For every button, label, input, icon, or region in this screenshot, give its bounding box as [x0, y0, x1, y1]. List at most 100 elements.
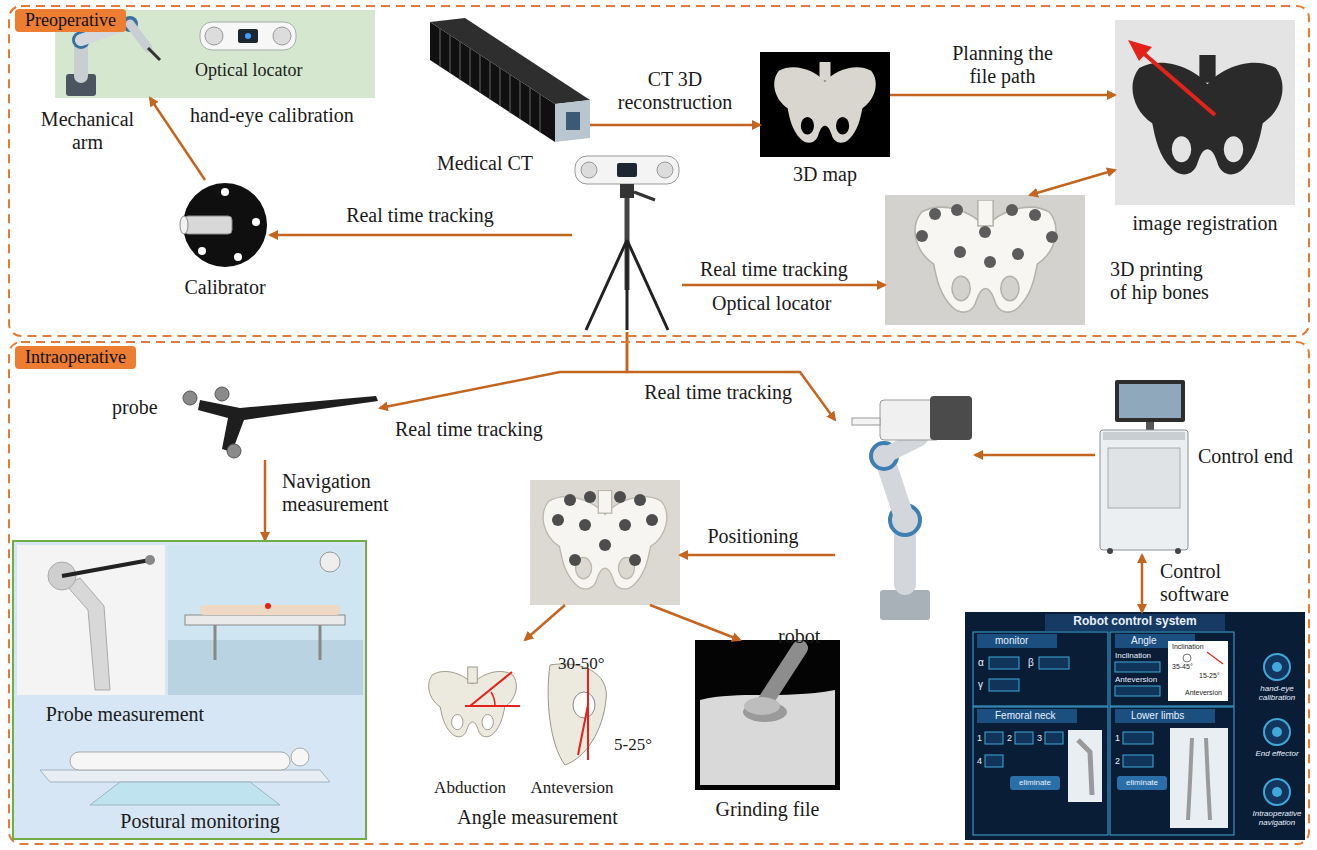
calibrator-figure: [180, 183, 267, 267]
outline-shape: [9, 6, 1309, 336]
model-photo-part: [619, 519, 631, 531]
figure-label: robot: [778, 625, 833, 648]
screen-text: α: [978, 657, 988, 669]
model-photo-part: [530, 480, 680, 605]
robot-arm-figure-part: [148, 48, 160, 60]
control-cart-figure: [1100, 380, 1188, 554]
screen-text: hand-eye calibration: [1248, 684, 1306, 702]
device-group: Optical locatorMechanical arm: [55, 10, 375, 98]
calibrator-figure-part: [183, 183, 267, 267]
software-screenshot-part: [1188, 738, 1210, 820]
path-plan-image-part: [1128, 40, 1152, 61]
printed-model-photo-part: [915, 200, 1056, 312]
printed-model-photo-part: [885, 195, 1085, 325]
model-photo-part: [543, 490, 667, 588]
robot-figure-part: [884, 438, 920, 456]
printed-model-photo: [885, 195, 1085, 325]
software-screenshot-part: [973, 632, 1108, 706]
tripod-locator-figure: [575, 156, 679, 330]
flow-arrow: [1030, 170, 1115, 195]
model-photo-part: [564, 494, 576, 506]
flow-arrow: [650, 605, 740, 640]
tripod-locator-figure-part: [617, 163, 637, 177]
software-screenshot-part: [989, 657, 1019, 669]
outline: [8, 341, 1310, 845]
control-cart-figure-part: [1100, 430, 1188, 550]
flow-arrow: [590, 124, 760, 127]
connector-label: Real time tracking: [395, 418, 570, 441]
control-cart-figure-part: [1146, 422, 1154, 430]
screen-text: Femoral neck: [995, 710, 1075, 722]
figure-label: 30-50°: [558, 654, 618, 674]
ct-scanner-figure-part: [566, 112, 580, 130]
operating-room-image: [168, 545, 363, 695]
software-screenshot-part: [1045, 614, 1225, 631]
software-screenshot-part: [1264, 779, 1290, 805]
software-screenshot-part: [1272, 727, 1282, 737]
angle-figure-part: [491, 692, 495, 706]
optical-locator-icon-part: [200, 22, 296, 50]
software-screenshot-part: [1039, 657, 1069, 669]
screen-text: eliminate: [1010, 778, 1060, 787]
connector-label: CT 3D reconstruction: [605, 68, 745, 114]
software-screenshot-part: [1207, 652, 1223, 664]
software-screenshot-part: [1110, 707, 1234, 835]
figure-label: 5-25°: [614, 735, 654, 755]
robot-figure-part: [852, 418, 880, 425]
control-cart-figure-part: [1103, 432, 1185, 440]
software-screenshot-part: [1068, 730, 1102, 802]
software-screenshot-part: [1115, 709, 1215, 723]
robot-figure: robot: [835, 392, 975, 622]
angle-figure-part: [465, 672, 520, 706]
angle-figure-part: [578, 668, 588, 760]
connector-label: Real time tracking: [330, 204, 510, 227]
software-screenshot-part: [1264, 719, 1290, 745]
software-screenshot-part: [1010, 776, 1060, 790]
calibrator-figure-part: [252, 218, 260, 226]
calibrator-figure-part: [234, 253, 242, 261]
operating-room-image-part: [185, 615, 345, 625]
figure-label: Calibrator: [170, 276, 280, 299]
control-cart-figure-part: [1175, 548, 1181, 554]
software-screenshot-part: [1183, 654, 1191, 662]
grinding-image-part: [765, 648, 800, 702]
locator-figure: Optical locator: [572, 152, 682, 332]
figure-label: 3D map: [770, 163, 880, 186]
software-screenshot: Robot control systemmonitorAngleαβγIncli…: [965, 612, 1305, 840]
software-screenshot-part: [1272, 662, 1282, 672]
model-photo-part: [584, 491, 596, 503]
software-screenshot-part: [1168, 641, 1228, 701]
probe-figure-part: [227, 444, 241, 458]
printed-model-photo-part: [1012, 248, 1024, 260]
figure-label: Mechanical arm: [35, 108, 140, 154]
flow-arrow: [975, 454, 1095, 457]
optical-locator-icon-part: [245, 33, 251, 39]
ct-scanner-figure-part: [555, 100, 590, 142]
software-screenshot-part: [1272, 787, 1282, 797]
figure-label: probe: [112, 396, 174, 419]
optical-locator-icon: [200, 22, 296, 50]
screen-text: 35-45°: [1172, 663, 1199, 671]
screen-text: γ: [978, 679, 988, 691]
screen-text: 3: [1037, 733, 1045, 743]
calibrator-figure-part: [198, 247, 206, 255]
probe-figure: probe: [180, 385, 380, 460]
screen-text: β: [1028, 657, 1038, 669]
femur-probe-image-part: [17, 545, 165, 695]
tripod-locator-figure-part: [657, 162, 673, 178]
control-cart-figure-part: [1115, 380, 1185, 422]
measurement-panel: Probe measurementPostural monitoring: [12, 540, 367, 840]
posture-bed-image-part: [291, 748, 309, 766]
robot-arm-figure-part: [130, 24, 148, 48]
printed-model-photo-part: [1029, 209, 1041, 221]
path-plan-image: [1115, 20, 1295, 205]
path-plan-figure: image registration: [1115, 20, 1295, 205]
software-screenshot-part: [1117, 776, 1167, 790]
software-screenshot-part: [1015, 732, 1033, 744]
angle-figure-part: [573, 692, 595, 718]
operating-room-image-part: [168, 640, 363, 695]
connector-label: hand-eye calibration: [190, 104, 365, 127]
calibrator-figure-part: [221, 188, 229, 196]
outline-shape: [9, 342, 1309, 844]
